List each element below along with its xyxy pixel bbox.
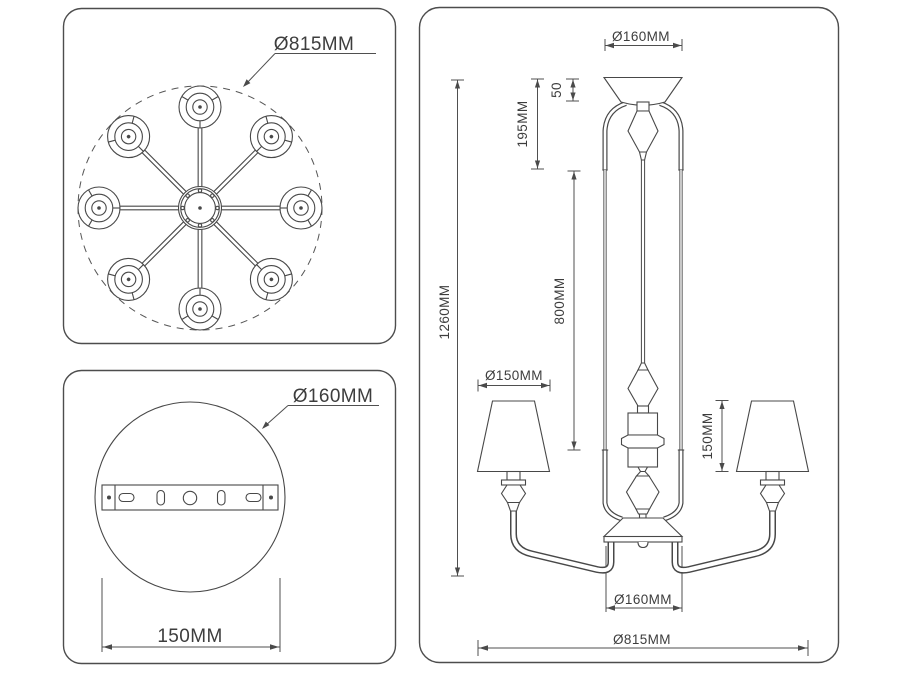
- mounting-bracket: [101, 484, 279, 511]
- dim-upper-section: 195MM: [515, 78, 544, 170]
- central-hub: [177, 185, 223, 231]
- callout-arrowhead: [262, 421, 270, 429]
- dim-canopy-diameter: Ø160MM: [604, 29, 683, 51]
- lampshade-left: [476, 400, 551, 473]
- panel-side-view: Ø160MM 50 195MM 1260MM: [418, 6, 840, 664]
- dim-shade-diameter-label: Ø150MM: [485, 368, 543, 383]
- dim-overall-height: 1260MM: [437, 79, 464, 577]
- slot-horizontal: [118, 492, 135, 503]
- slot-vertical: [156, 489, 166, 506]
- dim-canopy-height: 50: [549, 78, 579, 102]
- dim-overall-diameter-label: Ø815MM: [613, 632, 671, 647]
- central-column: [602, 362, 684, 549]
- panel-side-view-border: [418, 6, 840, 664]
- suspension-wires: [601, 101, 685, 522]
- center-hole: [182, 490, 198, 506]
- dim-canopy-diameter-label: Ø160MM: [612, 29, 670, 44]
- dim-suspension-length-label: 800MM: [552, 277, 567, 324]
- lamp-head: [77, 186, 121, 230]
- screw-hole-dot: [107, 495, 111, 500]
- bowl-knob: [637, 541, 649, 549]
- dim-overall-diameter: Ø815MM: [477, 632, 809, 656]
- lamp-heads: [77, 85, 323, 331]
- column-cylinder-upper: [627, 412, 659, 436]
- lamp-head: [178, 85, 222, 129]
- slot-vertical: [216, 489, 226, 506]
- top-view-diameter-label: Ø815MM: [274, 34, 355, 55]
- ceiling-canopy: [602, 76, 684, 161]
- dim-shade-diameter: Ø150MM: [477, 368, 551, 392]
- bracket-width-label: 150MM: [157, 626, 222, 647]
- top-view-diameter-callout: Ø815MM: [243, 34, 376, 87]
- dim-overall-height-label: 1260MM: [437, 285, 452, 340]
- dim-shade-height: 150MM: [700, 400, 729, 472]
- left-light: [476, 400, 551, 512]
- column-cylinder-lower: [627, 447, 659, 468]
- plate-diameter-label: Ø160MM: [293, 386, 374, 407]
- candle-baluster-right: [759, 484, 786, 504]
- screw-hole-dot: [269, 495, 273, 500]
- lamp-head: [279, 186, 323, 230]
- lamp-head: [249, 257, 293, 301]
- central-rod: [640, 160, 646, 365]
- column-flange: [620, 434, 665, 449]
- dim-suspension-length: 800MM: [552, 170, 581, 451]
- chandelier-arms: [510, 511, 776, 574]
- callout-arrowhead: [243, 79, 251, 87]
- bracket-width-dimension: 150MM: [101, 578, 281, 652]
- candle-baluster-left: [500, 484, 527, 504]
- dim-canopy-height-label: 50: [549, 82, 564, 98]
- slot-horizontal: [245, 492, 262, 503]
- lamp-head: [178, 287, 222, 331]
- lamp-head: [249, 115, 293, 159]
- dim-bowl-diameter-label: Ø160MM: [614, 592, 672, 607]
- bowl-rim: [603, 535, 683, 543]
- panel-mounting-plate: Ø160MM 150MM: [62, 369, 397, 665]
- right-light: [735, 400, 810, 512]
- plate-diameter-callout: Ø160MM: [262, 386, 379, 429]
- lampshade-right: [735, 400, 810, 473]
- dim-shade-height-label: 150MM: [700, 412, 715, 459]
- lamp-head: [107, 257, 151, 301]
- dim-bowl-diameter: Ø160MM: [606, 592, 682, 611]
- dim-upper-section-label: 195MM: [515, 100, 530, 147]
- lamp-head: [107, 115, 151, 159]
- panel-top-view: Ø815MM: [62, 7, 397, 345]
